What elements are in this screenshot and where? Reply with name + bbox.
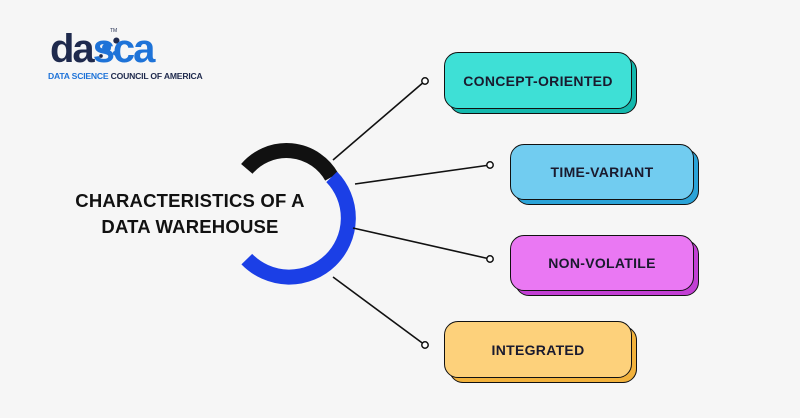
connector-dot-concept	[421, 77, 429, 85]
card-non-volatile: NON-VOLATILE	[510, 235, 699, 296]
ring-dark-arc	[241, 143, 339, 181]
card-label: TIME-VARIANT	[550, 164, 654, 180]
card-face: TIME-VARIANT	[510, 144, 694, 200]
diagram-title-line2: DATA WAREHOUSE	[101, 216, 279, 237]
logo-dots-icon	[99, 37, 120, 58]
card-concept-oriented: CONCEPT-ORIENTED	[444, 52, 637, 114]
connector-nonvolatile	[352, 227, 491, 260]
connector-dot-time	[486, 161, 494, 169]
logo-tagline-part1: DATA SCIENCE	[48, 71, 109, 81]
ring-blue-arc	[241, 171, 356, 285]
logo-tagline-part2: COUNCIL OF AMERICA	[108, 71, 203, 81]
connector-integrated	[332, 276, 426, 346]
logo-brand-part1: da	[50, 27, 95, 71]
card-label: INTEGRATED	[491, 341, 585, 358]
diagram-title: CHARACTERISTICS OF A DATA WAREHOUSE	[70, 188, 310, 240]
card-label: NON-VOLATILE	[548, 255, 656, 271]
card-face: NON-VOLATILE	[510, 235, 694, 291]
logo-wordmark: dasca	[50, 27, 156, 71]
connector-concept	[332, 80, 426, 161]
logo-tagline: DATA SCIENCE COUNCIL OF AMERICA	[48, 71, 203, 81]
connector-dot-integrated	[421, 341, 429, 349]
connector-dot-nonvolatile	[486, 255, 494, 263]
card-time-variant: TIME-VARIANT	[510, 144, 699, 205]
diagram-title-line1: CHARACTERISTICS OF A	[75, 190, 305, 211]
connector-time	[354, 164, 491, 185]
dasca-logo: dasca TM DATA SCIENCE COUNCIL OF AMERICA	[30, 27, 203, 84]
logo-brand-part2: sca	[92, 27, 156, 71]
card-face: CONCEPT-ORIENTED	[444, 52, 632, 109]
card-integrated: INTEGRATED	[444, 321, 637, 383]
logo-trademark: TM	[110, 28, 118, 34]
card-face: INTEGRATED	[444, 321, 632, 378]
card-label: CONCEPT-ORIENTED	[463, 72, 613, 89]
